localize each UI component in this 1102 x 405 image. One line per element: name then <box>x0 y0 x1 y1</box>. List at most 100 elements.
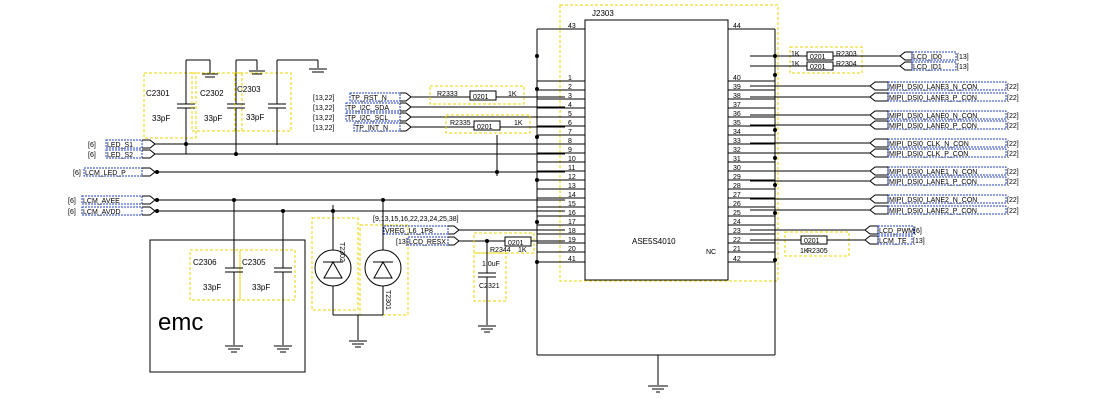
mipi-net-group: MIPI_DSI0_LANE3_N_CON[22]MIPI_DSI0_LANE3… <box>750 81 1019 215</box>
pin-number: 41 <box>568 256 576 263</box>
pin-number: 39 <box>733 84 741 91</box>
pin-number: 4 <box>568 102 572 109</box>
res-value: 1K <box>518 247 527 254</box>
cap-ref: C2305 <box>242 258 266 267</box>
cap-value: 33pF <box>246 113 264 122</box>
net-ref: [6] <box>68 198 76 205</box>
pin-number: 29 <box>733 174 741 181</box>
net-ref: [22] <box>1007 179 1019 186</box>
tvs-t2301: T2301 <box>359 198 409 316</box>
pin-number: 20 <box>568 246 576 253</box>
net-lcd-resx: [13] LCD_RESX <box>396 236 505 246</box>
net-name: MIPI_DSI0_CLK_P_CON <box>889 151 968 158</box>
cap-value: 33pF <box>252 283 270 292</box>
connector-part: ASE5S4010 <box>632 237 676 246</box>
cap-ref: C2301 <box>146 89 170 98</box>
net-ref: [22] <box>1007 123 1019 130</box>
cap-value: 33pF <box>203 283 221 292</box>
net-name: LCM_AVDD <box>83 209 121 216</box>
pin-number: 44 <box>733 23 741 30</box>
pin-number: 31 <box>733 156 741 163</box>
net-name: LCD_ID0 <box>913 54 942 61</box>
net-name: TP_I2C_SCL <box>347 115 388 122</box>
pin-number: 1 <box>568 75 572 82</box>
net-ref: [13,22] <box>313 105 334 112</box>
net-name: TP_RST_N <box>351 95 387 102</box>
pin-number: 18 <box>568 228 576 235</box>
res-ref: R2333 <box>437 91 458 98</box>
pin-number: 2 <box>568 84 572 91</box>
cap-value: 33pF <box>204 114 222 123</box>
pin-number: 12 <box>568 174 576 181</box>
resistor-r2335: R2335 0201 1K <box>445 114 565 134</box>
net-name: LED_S1 <box>107 142 133 149</box>
pin-number: 8 <box>568 138 572 145</box>
pin-number: 15 <box>568 201 576 208</box>
net-lcd-id0: LCD_ID0 [13] <box>899 51 969 61</box>
res-size: 0201 <box>473 94 489 101</box>
res-ref: R2303 <box>836 51 857 58</box>
net-ref: [6] <box>88 152 96 159</box>
pin-number: 27 <box>733 192 741 199</box>
right-pin-group: 4440393837363534333231302928272625242322… <box>728 23 775 263</box>
cap-c2303: C2303 33pF <box>234 60 292 145</box>
net-ref: [22] <box>1007 141 1019 148</box>
cap-ref: C2306 <box>193 258 217 267</box>
net-mipi: MIPI_DSI0_LANE3_P_CON[22] <box>750 92 1019 102</box>
pin-number: 6 <box>568 120 572 127</box>
net-led-s1: [6] LED_S1 <box>88 139 565 149</box>
net-ref: [9,13,15,16,22,23,24,25,38] <box>373 216 459 223</box>
net-mipi: MIPI_DSI0_LANE0_N_CON[22] <box>750 110 1019 120</box>
net-lcm-led-p: [6] LCM_LED_P <box>73 167 565 177</box>
res-ref: R2335 <box>450 120 471 127</box>
ground-icon <box>186 59 218 78</box>
net-name: LCM_TE <box>879 238 907 245</box>
cap-ref: C2303 <box>237 85 261 94</box>
net-tp-int-n: [13,22] TP_INT_N <box>313 122 447 132</box>
res-size: 0201 <box>477 124 493 131</box>
net-lcm-te: LCM_TE [13] <box>864 235 925 245</box>
net-ref: [22] <box>1007 95 1019 102</box>
net-mipi: MIPI_DSI0_LANE1_P_CON[22] <box>750 176 1019 186</box>
res-value: 1K <box>791 51 800 58</box>
res-ref: R2304 <box>836 61 857 68</box>
net-name: LCM_AVEE <box>83 198 120 205</box>
net-led-s2: [6] LED_S2 <box>88 149 565 159</box>
emc-block: emc C2306 33pF C2305 33pF <box>149 198 306 373</box>
resistor-r2303: 1K 0201 R2303 <box>789 46 863 74</box>
net-vreg-l6: [9,13,15,16,22,23,24,25,38] VREG_L6_1P8 <box>373 216 565 235</box>
net-ref: [13] <box>396 239 408 246</box>
net-lcd-pwm: LCD_PWM [6] <box>864 225 922 235</box>
ground-icon <box>277 59 327 73</box>
pin-number: 14 <box>568 192 576 199</box>
pin-number: 10 <box>568 156 576 163</box>
net-ref: [13] <box>957 54 969 61</box>
net-name: MIPI_DSI0_LANE2_N_CON <box>889 197 977 204</box>
pin-number: 35 <box>733 120 741 127</box>
net-lcm-avdd: [6] LCM_AVDD <box>68 206 565 216</box>
cap-ref: C2321 <box>479 283 500 290</box>
net-name: LCD_RESX <box>409 239 446 246</box>
connector-j2303: J2303 ASE5S4010 NC 431234567891011121314… <box>536 4 779 393</box>
cap-c2321: 1.0uF C2321 <box>473 239 507 333</box>
net-name: MIPI_DSI0_LANE0_P_CON <box>889 123 977 130</box>
tvs-ref: T2301 <box>384 290 391 310</box>
net-name: TP_INT_N <box>355 125 388 132</box>
pin-number: 33 <box>733 138 741 145</box>
tvs-t2302: T2302 <box>311 205 359 315</box>
net-ref: [13,22] <box>313 125 334 132</box>
pin-number: 43 <box>568 23 576 30</box>
ground-icon <box>225 345 243 353</box>
net-ref: [22] <box>1007 84 1019 91</box>
pin-number: 42 <box>733 256 741 263</box>
pin-number: 22 <box>733 237 741 244</box>
res-size: 0201 <box>810 64 826 71</box>
pin-number: 13 <box>568 183 576 190</box>
net-mipi: MIPI_DSI0_LANE2_N_CON[22] <box>750 194 1019 204</box>
pin-number: 24 <box>733 219 741 226</box>
pin-number: 5 <box>568 111 572 118</box>
net-mipi: MIPI_DSI0_LANE0_P_CON [22] <box>750 120 1019 130</box>
